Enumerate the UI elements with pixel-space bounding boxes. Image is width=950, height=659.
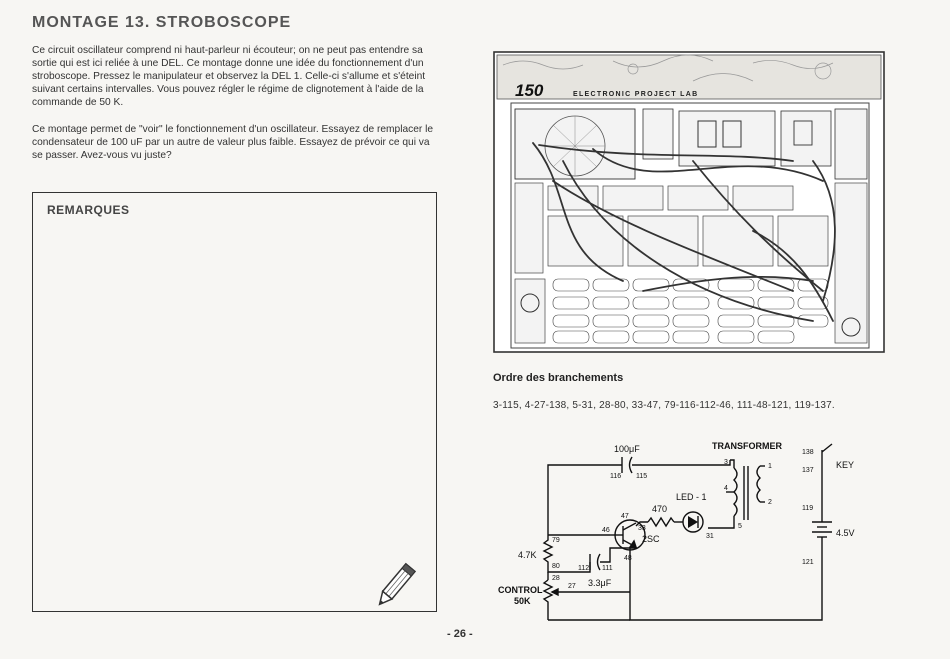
- bat-pin-a: 119: [802, 505, 813, 512]
- q-pin33: 33: [638, 525, 646, 532]
- transformer-label: TRANSFORMER: [712, 441, 782, 451]
- t-pin2: 2: [768, 499, 772, 506]
- q-pin47: 47: [621, 513, 629, 520]
- key-pin-a: 138: [802, 449, 814, 456]
- bat-pin-b: 121: [802, 559, 814, 566]
- c1-pin-a: 116: [610, 473, 621, 480]
- c2-pin-b: 111: [602, 565, 613, 572]
- pot-value: 50K: [514, 596, 531, 606]
- t-pin3: 3: [724, 459, 728, 466]
- circuit-schematic: 100μF 116 115 TRANSFORMER 3 1 4 2 5 KEY …: [498, 441, 855, 621]
- notes-box: REMARQUES: [32, 192, 437, 612]
- wiring-heading: Ordre des branchements: [493, 372, 624, 384]
- pot-pin-b: 27: [568, 583, 576, 590]
- c2-value: 3.3μF: [588, 578, 612, 588]
- c2-pin-a: 112: [578, 565, 589, 572]
- r2-value: 4.7K: [518, 550, 537, 560]
- q-pin48: 48: [624, 555, 632, 562]
- r2-pin-b: 80: [552, 563, 560, 570]
- key-label: KEY: [836, 460, 854, 470]
- lab-brand: 150: [515, 81, 544, 100]
- page-number: - 26 -: [447, 628, 473, 640]
- pot-pin-a: 28: [552, 575, 560, 582]
- q-pin46: 46: [602, 527, 610, 534]
- led-pin: 31: [706, 533, 714, 540]
- page-title: MONTAGE 13. STROBOSCOPE: [32, 14, 292, 31]
- intro-paragraph-2: Ce montage permet de "voir" le fonctionn…: [32, 124, 434, 161]
- key-pin-b: 137: [802, 467, 814, 474]
- t-pin1: 1: [768, 463, 772, 470]
- wiring-sequence: 3-115, 4-27-138, 5-31, 28-80, 33-47, 79-…: [493, 400, 835, 411]
- led-label: LED - 1: [676, 492, 707, 502]
- pot-label: CONTROL: [498, 585, 543, 595]
- c1-pin-b: 115: [636, 473, 647, 480]
- transistor-label: 2SC: [642, 534, 660, 544]
- r2-pin-a: 79: [552, 537, 560, 544]
- t-pin4: 4: [724, 485, 728, 492]
- battery-label: 4.5V: [836, 528, 855, 538]
- t-pin5: 5: [738, 523, 742, 530]
- lab-illustration: 150 ELECTRONIC PROJECT LAB: [493, 51, 885, 353]
- notes-title: REMARQUES: [47, 203, 130, 217]
- lab-subtitle: ELECTRONIC PROJECT LAB: [573, 91, 698, 98]
- intro-paragraph-1: Ce circuit oscillateur comprend ni haut-…: [32, 45, 426, 108]
- c1-value: 100μF: [614, 444, 640, 454]
- r1-value: 470: [652, 504, 667, 514]
- pencil-icon: [378, 562, 417, 606]
